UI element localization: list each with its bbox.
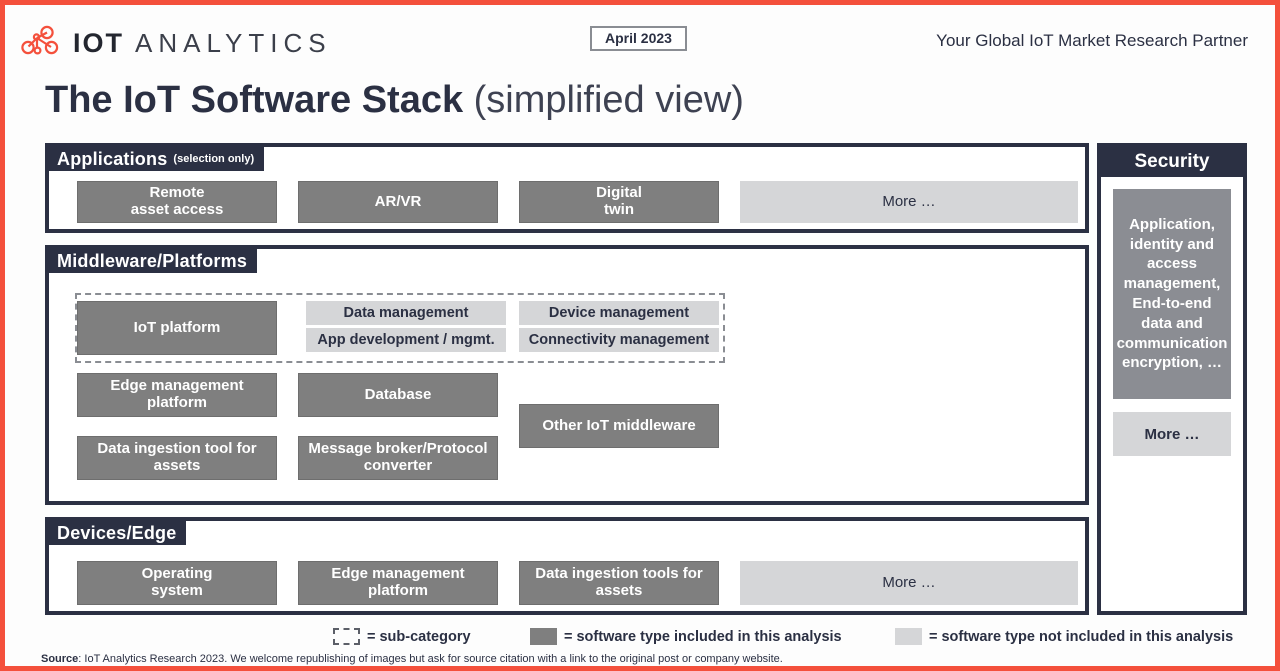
box-other-iot-middleware[interactable]: Other IoT middleware [519,404,719,448]
network-nodes-icon [21,25,59,55]
subcategory-group [75,293,725,363]
box-message-broker-protocol-converter[interactable]: Message broker/Protocol converter [298,436,498,480]
box-app-development[interactable]: App development / mgmt. [306,328,506,352]
page-title-strong: The IoT Software Stack [45,79,474,121]
section-tab-middleware-label: Middleware/Platforms [57,250,248,271]
section-applications: Applications (selection only) Remote ass… [45,143,1089,233]
section-devices-edge: Devices/Edge Operating system Edge manag… [45,517,1089,615]
section-tab-applications-label: Applications [57,148,168,169]
dashed-box-icon [333,628,360,645]
source-text: : IoT Analytics Research 2023. We welcom… [78,653,783,665]
box-remote-asset-access[interactable]: Remote asset access [77,181,277,223]
box-ar-vr[interactable]: AR/VR [298,181,498,223]
light-swatch-icon [895,628,922,645]
legend-label-not-included: = software type not included in this ana… [929,628,1234,645]
page-title: The IoT Software Stack (simplified view) [45,79,744,122]
box-applications-more[interactable]: More … [740,181,1078,223]
section-tab-middleware: Middleware/Platforms [49,249,258,273]
page-header: IOT ANALYTICS April 2023 Your Global IoT… [5,5,1275,75]
section-middleware: Middleware/Platforms IoT platform Data m… [45,245,1089,505]
source-note: Source: IoT Analytics Research 2023. We … [41,653,783,665]
section-tab-devices-edge: Devices/Edge [49,521,187,545]
legend-item-not-included: = software type not included in this ana… [895,628,1233,645]
box-edge-management-platform-devices[interactable]: Edge management platform [298,561,498,605]
box-digital-twin[interactable]: Digital twin [519,181,719,223]
section-tab-devices-edge-label: Devices/Edge [57,522,177,543]
box-connectivity-management[interactable]: Connectivity management [519,328,719,352]
logo-text-analytics: ANALYTICS [135,27,332,58]
section-tab-applications: Applications (selection only) [49,147,265,171]
box-device-management[interactable]: Device management [519,301,719,325]
source-prefix: Source [41,653,79,665]
box-operating-system[interactable]: Operating system [77,561,277,605]
legend-label-included: = software type included in this analysi… [564,628,842,645]
header-tagline: Your Global IoT Market Research Partner [936,31,1248,50]
legend: = sub-category = software type included … [5,623,1275,653]
section-tab-security: Security [1101,147,1243,177]
box-iot-platform[interactable]: IoT platform [77,301,277,355]
box-security-more[interactable]: More … [1113,412,1231,456]
box-edge-management-platform-middleware[interactable]: Edge management platform [77,373,277,417]
legend-item-included: = software type included in this analysi… [530,628,842,645]
box-database[interactable]: Database [298,373,498,417]
date-badge: April 2023 [590,26,687,51]
box-data-ingestion-tool-assets[interactable]: Data ingestion tool for assets [77,436,277,480]
box-data-ingestion-tools-assets[interactable]: Data ingestion tools for assets [519,561,719,605]
legend-label-subcategory: = sub-category [367,628,471,645]
box-devices-more[interactable]: More … [740,561,1078,605]
box-data-management[interactable]: Data management [306,301,506,325]
section-security: Security Application, identity and acces… [1097,143,1247,615]
security-body: Application, identity and access managem… [1101,177,1243,611]
dark-swatch-icon [530,628,557,645]
page-title-light: (simplified view) [473,79,744,121]
box-security-description[interactable]: Application, identity and access managem… [1113,189,1231,399]
logo-text-iot: IOT [73,27,124,58]
section-tab-applications-sub: (selection only) [173,153,255,165]
legend-item-subcategory: = sub-category [333,628,471,645]
brand-logo: IOT ANALYTICS [19,25,332,61]
